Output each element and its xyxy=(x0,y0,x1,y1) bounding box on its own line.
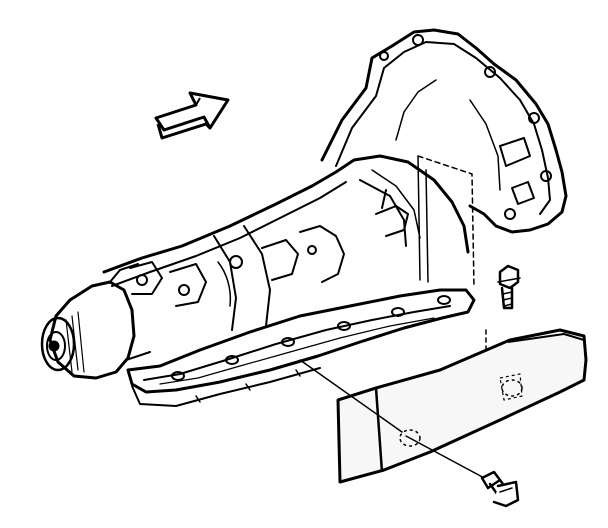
lower-bolt-icon xyxy=(480,470,520,508)
extension-housing xyxy=(40,263,151,380)
transmission-case xyxy=(102,154,470,331)
bell-housing xyxy=(320,28,568,234)
oil-pan xyxy=(126,288,476,407)
heat-shield xyxy=(336,328,588,484)
upper-bolt-icon xyxy=(497,264,521,310)
leader-lines xyxy=(299,359,489,481)
direction-arrow-icon xyxy=(154,91,230,140)
